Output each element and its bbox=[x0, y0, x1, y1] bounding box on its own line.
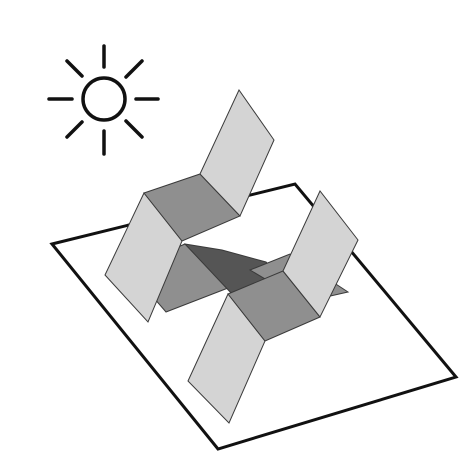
sun-icon bbox=[47, 44, 160, 156]
sun-ray-bottom-right bbox=[124, 119, 144, 139]
sun-disc bbox=[81, 76, 127, 122]
front-right-wing bbox=[282, 190, 359, 318]
sun-ray-top-right bbox=[124, 59, 144, 79]
sun-ray-top-left bbox=[65, 59, 84, 78]
back-right-wing bbox=[199, 89, 275, 217]
sun-ray-bottom-left bbox=[65, 120, 84, 139]
